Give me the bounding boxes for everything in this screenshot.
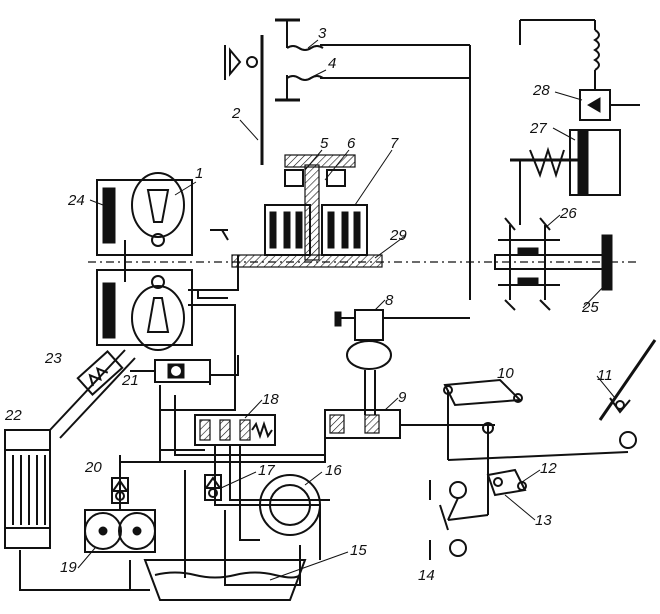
label-9: 9 (398, 389, 407, 406)
label-21: 21 (121, 372, 139, 389)
control-valve (324, 309, 495, 439)
label-15: 15 (350, 542, 367, 559)
label-1: 1 (195, 165, 203, 182)
label-24: 24 (67, 192, 85, 209)
torque-converter (96, 172, 229, 351)
label-2: 2 (231, 105, 241, 122)
label-29: 29 (389, 227, 407, 244)
label-20: 20 (84, 459, 102, 476)
label-16: 16 (325, 462, 342, 479)
label-27: 27 (529, 120, 547, 137)
servo-cylinder (510, 19, 640, 225)
label-13: 13 (535, 512, 552, 529)
label-3: 3 (318, 25, 327, 42)
label-25: 25 (581, 299, 599, 316)
speed-sensor (224, 18, 471, 300)
label-7: 7 (390, 135, 399, 152)
leader-lines (77, 39, 616, 581)
label-17: 17 (258, 462, 275, 479)
hydraulic-system (4, 255, 330, 601)
label-28: 28 (532, 82, 550, 99)
label-14: 14 (418, 567, 435, 584)
label-5: 5 (320, 135, 329, 152)
label-12: 12 (540, 460, 557, 477)
output-gearbox (494, 217, 613, 311)
label-6: 6 (347, 135, 356, 152)
label-19: 19 (60, 559, 77, 576)
label-26: 26 (559, 205, 577, 222)
label-10: 10 (497, 365, 514, 382)
label-22: 22 (4, 407, 22, 424)
label-8: 8 (385, 292, 394, 309)
label-23: 23 (44, 350, 62, 367)
label-4: 4 (328, 55, 336, 72)
clutch-pack (264, 154, 368, 261)
label-11: 11 (597, 367, 613, 384)
label-18: 18 (262, 391, 279, 408)
part-labels: 1 2 3 4 5 6 7 8 9 10 11 12 13 14 15 16 1… (4, 25, 613, 584)
pedal-linkage (429, 339, 657, 560)
